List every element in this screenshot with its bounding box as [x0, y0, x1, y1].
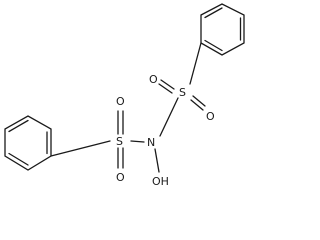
bond-n-s-lower [130, 140, 145, 143]
double-bond-s-lower-o-bottom [117, 147, 124, 169]
atom-hydroxyl: OH [152, 175, 169, 188]
bond-s-lower-ring [50, 140, 111, 157]
structure-canvas: O S O O S N O OH [4, 3, 245, 188]
atom-nitrogen: N [147, 136, 155, 149]
lower-benzene-ring [4, 115, 52, 171]
molecule-diagram: O S O O S N O OH [4, 3, 245, 188]
bond-ring-s-upper [189, 42, 202, 85]
double-bond-s-lower-o-top [117, 110, 124, 135]
atom-oxygen-upper-right: O [206, 110, 215, 123]
atom-oxygen-upper-left: O [149, 73, 158, 86]
bond-n-oh [154, 148, 160, 173]
atom-sulfur-lower: S [116, 135, 123, 148]
double-bond-s-upper-o-left [158, 79, 175, 94]
atom-oxygen-lower-top: O [116, 95, 125, 108]
double-bond-s-upper-o-right [190, 95, 206, 111]
upper-benzene-ring [200, 3, 245, 56]
atom-sulfur-upper: S [179, 86, 186, 99]
bond-s-upper-n [159, 97, 179, 137]
atom-oxygen-lower-bottom: O [116, 171, 125, 184]
